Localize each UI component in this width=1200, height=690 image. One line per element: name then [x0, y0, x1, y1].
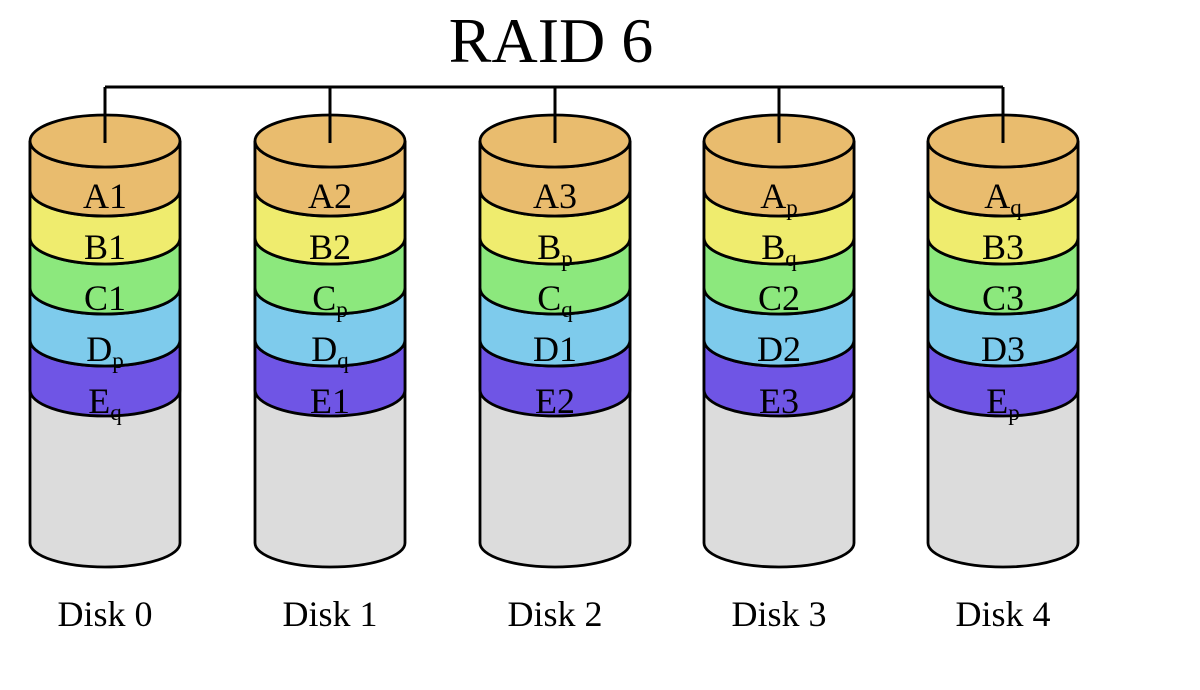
block-label: B2 — [309, 227, 351, 267]
block-label: A3 — [533, 176, 577, 216]
band-label-main: B — [761, 227, 785, 267]
disk-name-label: Disk 1 — [282, 594, 377, 634]
disk-4-labels: Aq B3 C3 D3 Ep Disk 4 — [955, 176, 1050, 634]
block-label: Cq — [537, 278, 573, 322]
block-label: D2 — [757, 329, 801, 369]
band-label-main: E — [88, 381, 110, 421]
band-label-main: D — [86, 329, 112, 369]
band-label-main: B3 — [982, 227, 1024, 267]
band-label-main: C3 — [982, 278, 1024, 318]
block-label: Bp — [537, 227, 573, 271]
disk-1-labels: A2 B2 Cp Dq E1 Disk 1 — [282, 176, 377, 634]
band-label-main: D2 — [757, 329, 801, 369]
block-label: Dp — [86, 329, 124, 373]
disk-name-label: Disk 4 — [955, 594, 1050, 634]
block-label: Ep — [986, 381, 1020, 425]
block-label: Aq — [984, 176, 1022, 220]
disk-name-label: Disk 0 — [57, 594, 152, 634]
band-label-main: D1 — [533, 329, 577, 369]
block-label: C1 — [84, 278, 126, 318]
band-label-main: D3 — [981, 329, 1025, 369]
band-label-main: C2 — [758, 278, 800, 318]
block-label: C2 — [758, 278, 800, 318]
band-label-sub: q — [785, 246, 797, 271]
disk-2-labels: A3 Bp Cq D1 E2 Disk 2 — [507, 176, 602, 634]
band-label-main: E — [986, 381, 1008, 421]
band-label-main: C1 — [84, 278, 126, 318]
band-label-sub: p — [561, 246, 573, 271]
block-label: C3 — [982, 278, 1024, 318]
block-label: D1 — [533, 329, 577, 369]
block-label: B3 — [982, 227, 1024, 267]
band-label-main: B — [537, 227, 561, 267]
block-label: A1 — [83, 176, 127, 216]
band-label-main: B1 — [84, 227, 126, 267]
band-label-sub: q — [1010, 195, 1022, 220]
band-label-main: E3 — [759, 381, 799, 421]
block-label: E1 — [310, 381, 350, 421]
band-label-main: A1 — [83, 176, 127, 216]
band-label-main: B2 — [309, 227, 351, 267]
block-label: D3 — [981, 329, 1025, 369]
band-label-main: C — [312, 278, 336, 318]
disk-0-labels: A1 B1 C1 Dp Eq Disk 0 — [57, 176, 152, 634]
band-label-main: E1 — [310, 381, 350, 421]
band-label-sub: p — [1008, 400, 1020, 425]
band-label-sub: p — [786, 195, 798, 220]
band-label-main: C — [537, 278, 561, 318]
connector-bus — [103, 85, 1005, 143]
band-label-sub: q — [337, 348, 349, 373]
band-label-main: E2 — [535, 381, 575, 421]
band-label-sub: q — [110, 400, 122, 425]
band-label-main: A3 — [533, 176, 577, 216]
band-label-sub: q — [561, 297, 573, 322]
block-label: Bq — [761, 227, 797, 271]
block-label: Dq — [311, 329, 349, 373]
band-label-main: D — [311, 329, 337, 369]
block-label: E3 — [759, 381, 799, 421]
disk-name-label: Disk 3 — [731, 594, 826, 634]
band-label-main: A2 — [308, 176, 352, 216]
diagram-title: RAID 6 — [449, 5, 653, 76]
band-label-sub: p — [336, 297, 348, 322]
block-label: Cp — [312, 278, 348, 322]
block-label: B1 — [84, 227, 126, 267]
band-label-main: A — [984, 176, 1010, 216]
block-label: E2 — [535, 381, 575, 421]
disk-name-label: Disk 2 — [507, 594, 602, 634]
block-label: A2 — [308, 176, 352, 216]
block-label: Ap — [760, 176, 798, 220]
band-label-sub: p — [112, 348, 124, 373]
band-label-main: A — [760, 176, 786, 216]
disk-3-labels: Ap Bq C2 D2 E3 Disk 3 — [731, 176, 826, 634]
block-label: Eq — [88, 381, 122, 425]
